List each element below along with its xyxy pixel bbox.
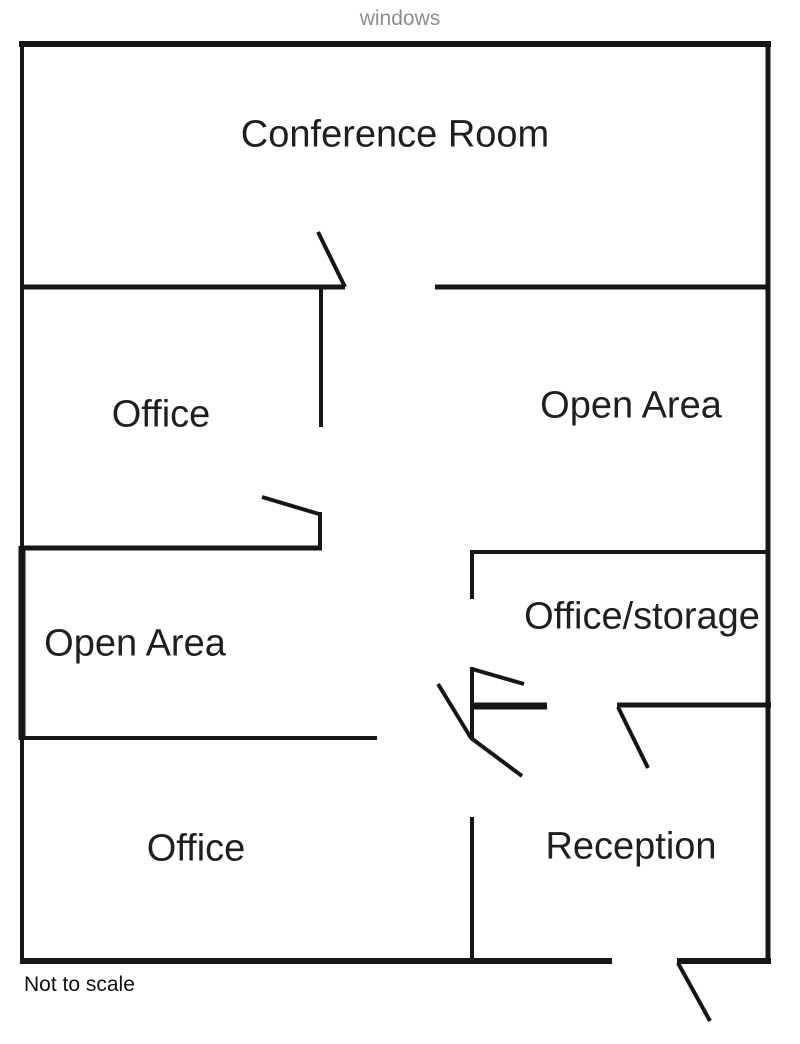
room-label-open-area-lower: Open Area	[44, 622, 226, 665]
reception-door-swing	[616, 706, 650, 769]
room-label-office-storage: Office/storage	[524, 595, 760, 638]
hallway-door-swing-left	[436, 682, 473, 740]
room-label-reception: Reception	[545, 825, 717, 868]
room-label-office-bottom: Office	[146, 827, 246, 870]
office-storage-door-swing	[471, 667, 525, 686]
room-label-office-mid: Office	[111, 393, 211, 436]
room-label-open-area-top: Open Area	[540, 384, 722, 427]
windows-label: windows	[359, 7, 441, 30]
entrance-door-swing	[676, 962, 712, 1022]
room-label-conference: Conference Room	[240, 113, 550, 156]
hallway-door-swing-lower	[469, 736, 524, 778]
office-mid-door-swing	[261, 495, 320, 516]
not-to-scale-label: Not to scale	[24, 973, 135, 996]
conference-door-swing	[316, 231, 347, 288]
